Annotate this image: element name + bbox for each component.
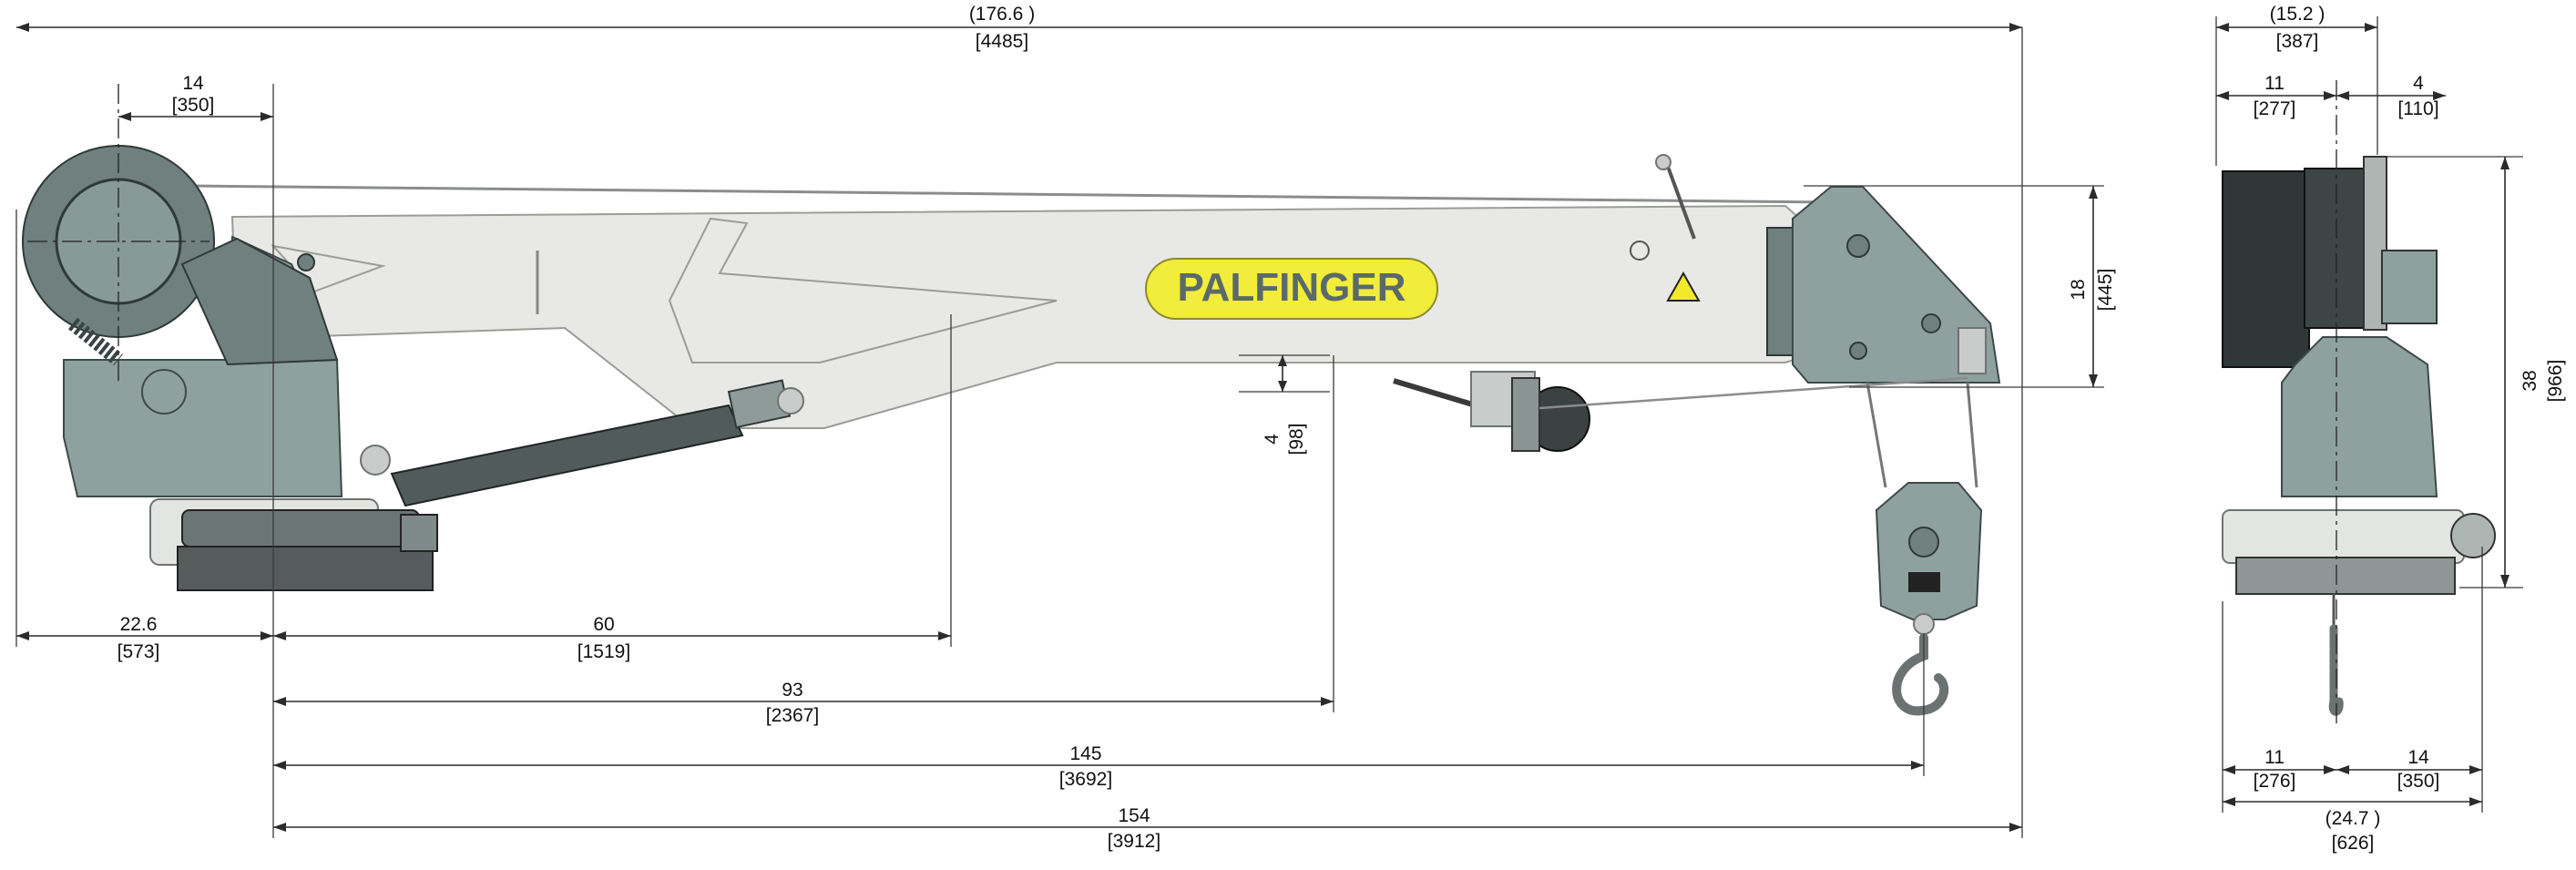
slew-offset-inch: 14 — [182, 73, 204, 94]
end-top-width-mm: [387] — [2276, 31, 2319, 52]
end-base-width-inch: (24.7 ) — [2326, 808, 2381, 829]
end-left-bottom-inch: 11 — [2264, 747, 2285, 768]
end-right-bottom-mm: [350] — [2397, 771, 2440, 792]
end-height-mm: [966] — [2545, 360, 2566, 403]
end-left-top-inch: 11 — [2264, 73, 2285, 94]
end-right-top-mm: [110] — [2397, 98, 2438, 119]
crane-side-view: PALFINGER — [22, 145, 2001, 716]
hook-reach-inch: 145 — [1069, 743, 1101, 764]
winch-assembly — [1393, 371, 1590, 452]
end-right-bottom-inch: 14 — [2407, 747, 2429, 768]
max-reach-mm: [3912] — [1108, 831, 1160, 852]
drop-mm: [98] — [1286, 423, 1307, 455]
end-winch-frame — [2222, 170, 2310, 368]
boom-height-mm: [445] — [2095, 269, 2116, 312]
winch-position-inch: 93 — [782, 680, 802, 701]
slew-housing-top — [180, 237, 339, 366]
luffing-wire — [190, 184, 1832, 204]
end-left-bottom-mm: [276] — [2254, 771, 2296, 792]
slew-offset-mm: [350] — [172, 95, 215, 116]
end-base-width-mm: [626] — [2332, 833, 2375, 854]
cylinder-pin-mm: [1519] — [578, 641, 630, 662]
crane-end-view — [2222, 156, 2496, 716]
base-plate — [177, 546, 434, 591]
hook — [1892, 633, 1949, 716]
end-hook — [2328, 624, 2344, 716]
end-dimension-lines — [2216, 23, 2510, 806]
winch-position-mm: [2367] — [766, 705, 819, 726]
end-left-top-mm: [277] — [2254, 98, 2296, 119]
boom-tip-collar — [1766, 227, 1794, 356]
end-base-plate — [2235, 557, 2456, 595]
palfinger-logo: PALFINGER — [1145, 258, 1438, 320]
luffing-cylinder — [390, 404, 744, 507]
drop-inch: 4 — [1262, 434, 1283, 445]
slew-motor — [181, 509, 420, 548]
boom-height-inch: 18 — [2068, 279, 2089, 300]
dimension-lines — [16, 23, 2098, 832]
hook-reach-mm: [3692] — [1059, 769, 1112, 790]
rear-length-inch: 22.6 — [120, 614, 158, 635]
hook-block — [1866, 382, 1983, 716]
overall-length-mm: [4485] — [976, 31, 1028, 52]
end-right-top-inch: 4 — [2413, 73, 2424, 94]
max-reach-inch: 154 — [1118, 805, 1150, 826]
hazard-label — [1666, 271, 1701, 302]
end-height-inch: 38 — [2520, 370, 2540, 391]
boom-tip-head — [1792, 186, 2001, 384]
side-view-labels: (176.6 ) [4485] 14 [350] 22.6 [573] 60 [… — [118, 4, 2116, 852]
boom-lug — [668, 217, 1058, 363]
end-top-width-inch: (15.2 ) — [2270, 4, 2326, 25]
overall-length-inch: (176.6 ) — [969, 4, 1035, 25]
rear-length-mm: [573] — [118, 641, 160, 662]
palfinger-logo-text: PALFINGER — [1178, 265, 1406, 310]
end-housing — [2281, 336, 2438, 497]
spring-coil — [68, 317, 123, 366]
end-slew-bearing — [2222, 509, 2465, 564]
end-slew-motor — [2450, 513, 2496, 558]
end-view-labels: (15.2 ) [387] 11 [277] 4 [110] 38 [966] … — [2254, 4, 2566, 854]
cylinder-pin-inch: 60 — [593, 614, 614, 635]
